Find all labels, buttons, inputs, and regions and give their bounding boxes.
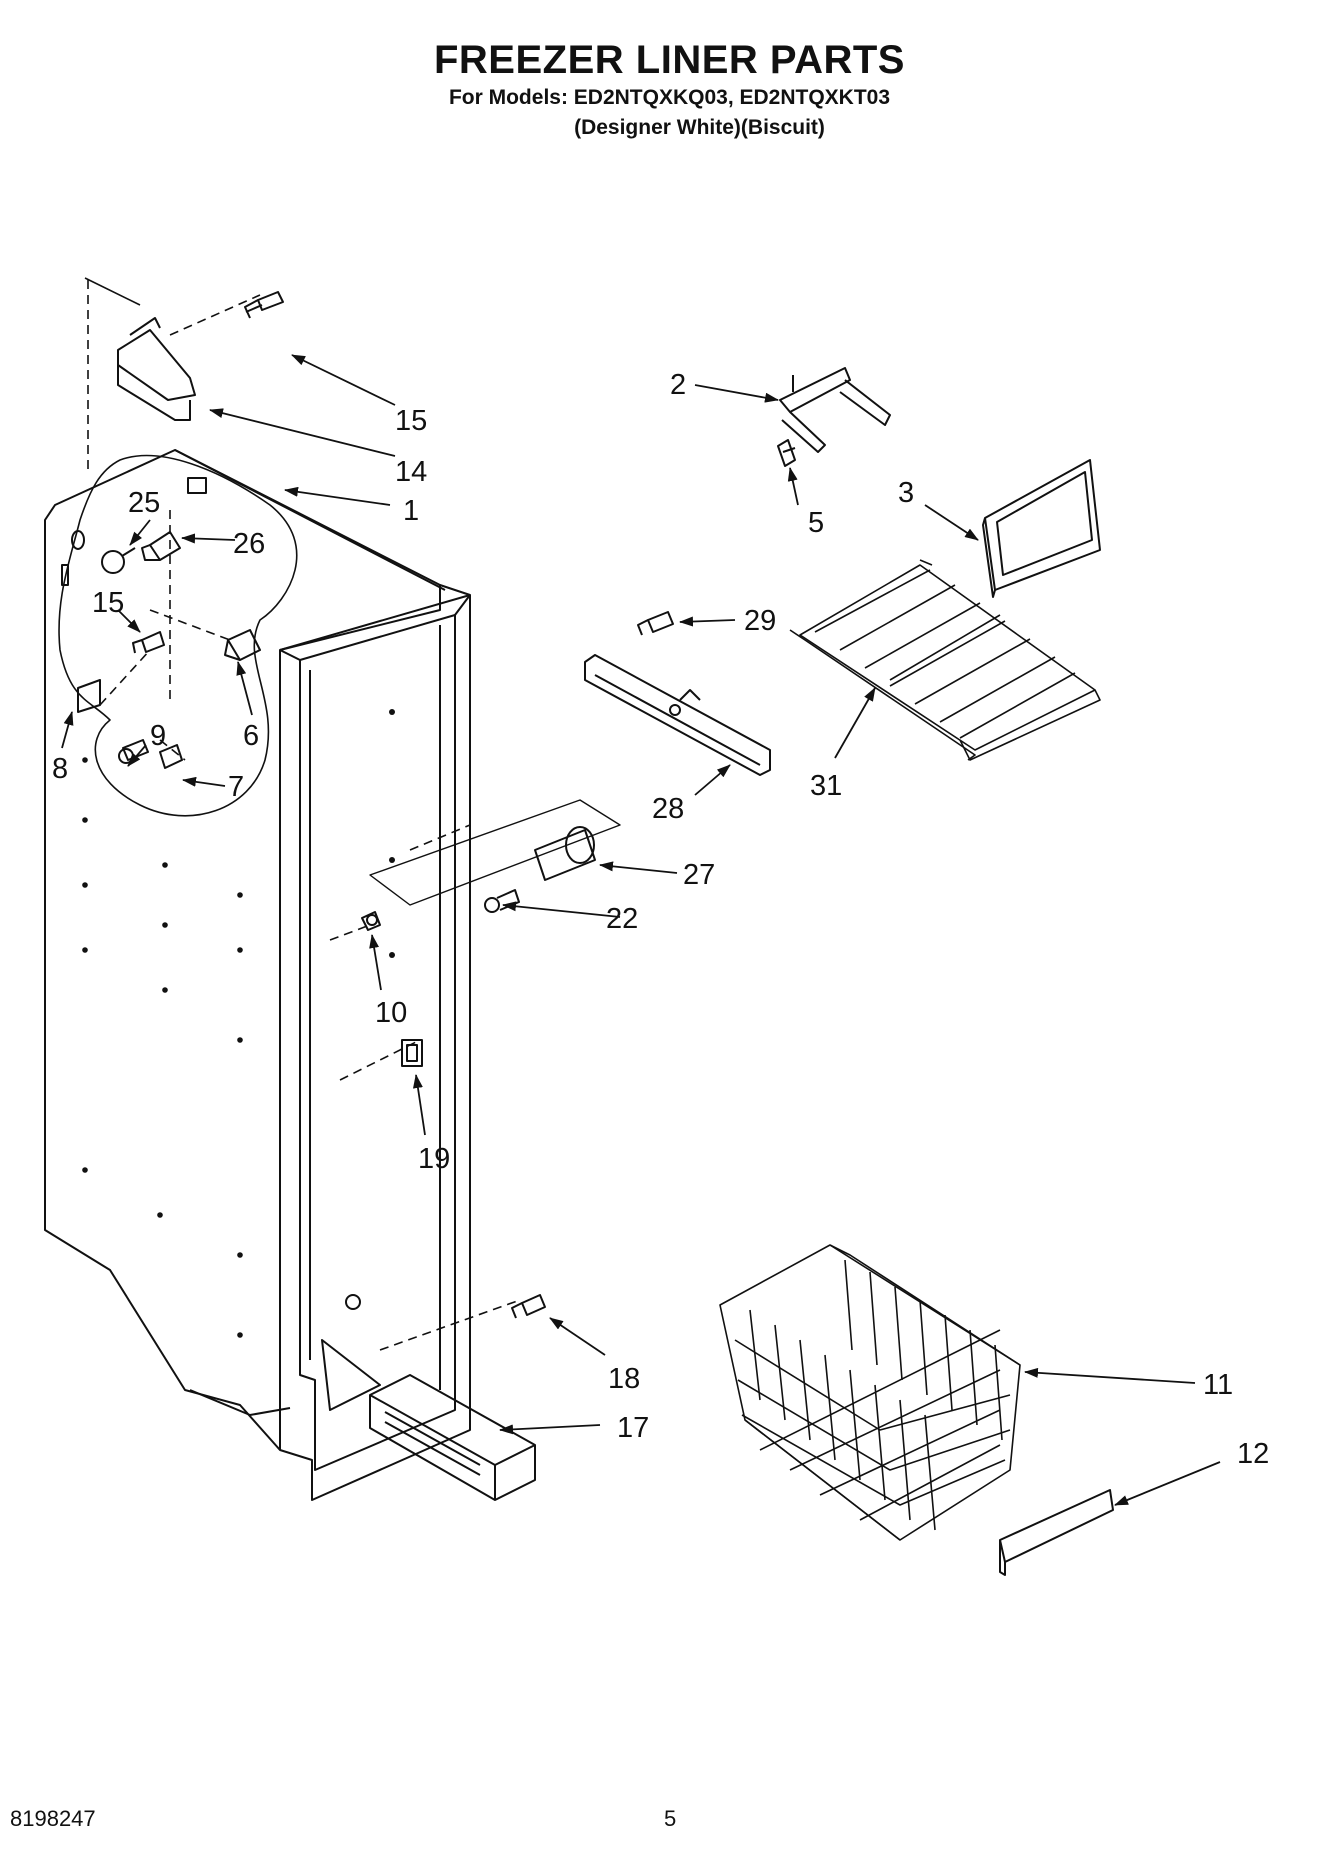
callout-19: 19	[418, 1143, 450, 1175]
part-18-screw	[511, 1294, 546, 1319]
callout-11: 11	[1203, 1369, 1233, 1401]
part-2-bracket	[779, 367, 891, 453]
colors-line: (Designer White)(Biscuit)	[574, 116, 825, 139]
part-27-bracket	[369, 799, 621, 906]
callout-22: 22	[606, 903, 638, 935]
part-22-screw	[484, 889, 520, 913]
page-number: 5	[664, 1806, 677, 1831]
callout-26: 26	[233, 528, 265, 560]
callout-1: 1	[403, 495, 419, 527]
part-31-shelf	[789, 559, 1101, 761]
callout-31: 31	[810, 770, 842, 802]
callout-6: 6	[243, 720, 259, 752]
part-3-panel	[982, 459, 1101, 598]
part-17-vent	[369, 1374, 536, 1501]
doc-number: 8198247	[10, 1806, 96, 1831]
part-14-bracket	[117, 317, 196, 421]
callout-27: 27	[683, 859, 715, 891]
callout-8: 8	[52, 753, 68, 785]
part-15-screw-lower	[132, 631, 165, 654]
callout-3: 3	[898, 477, 914, 509]
freezer-liner-drawing	[44, 449, 471, 1501]
callout-25: 25	[128, 487, 160, 519]
callout-15-lower: 15	[92, 587, 124, 619]
part-7-clip	[159, 744, 183, 769]
assembly-lines	[87, 280, 521, 1351]
callout-10: 10	[375, 997, 407, 1029]
callout-labels: 15 14 1 25 26 15 6 9 8 7 2 5 3 29 31 28 …	[52, 369, 1269, 1470]
callout-12: 12	[1237, 1438, 1269, 1470]
callout-18: 18	[608, 1363, 640, 1395]
part-8-bracket	[77, 679, 101, 713]
part-11-basket	[719, 1244, 1021, 1541]
page-title: FREEZER LINER PARTS	[433, 38, 905, 82]
part-5-screw	[777, 439, 796, 467]
part-6-clip	[224, 629, 261, 661]
leader-arrows	[61, 354, 1221, 1506]
callout-29: 29	[744, 605, 776, 637]
part-12-plate	[999, 1489, 1114, 1576]
part-29-screw	[637, 611, 674, 636]
callout-17: 17	[617, 1412, 649, 1444]
callout-14: 14	[395, 456, 427, 488]
callout-28: 28	[652, 793, 684, 825]
models-line: For Models: ED2NTQXKQ03, ED2NTQXKT03	[448, 86, 891, 109]
callout-2: 2	[670, 369, 686, 401]
callout-15-top: 15	[395, 405, 427, 437]
callout-5: 5	[808, 507, 824, 539]
callout-9: 9	[150, 720, 166, 752]
part-26-socket	[141, 531, 181, 561]
part-10-screw	[361, 911, 381, 931]
part-25-bulb	[101, 547, 136, 574]
part-19-switch	[401, 1039, 423, 1067]
callout-7: 7	[228, 771, 244, 803]
part-28-rail	[584, 654, 771, 776]
part-15-screw	[244, 291, 284, 319]
